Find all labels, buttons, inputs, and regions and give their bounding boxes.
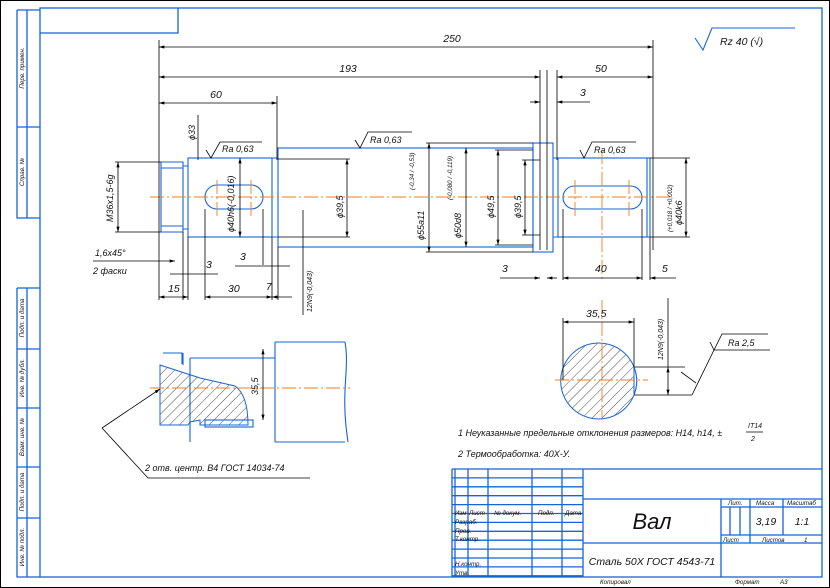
svg-text:A3: A3 bbox=[779, 579, 788, 586]
svg-text:ϕ39,5: ϕ39,5 bbox=[513, 194, 523, 218]
strip-label: Подп. и дата bbox=[19, 472, 26, 511]
roughness-marks: Ra 0,63 Ra 0,63 Ra 0,63 bbox=[205, 131, 636, 159]
svg-text:3: 3 bbox=[502, 263, 508, 275]
svg-text:50: 50 bbox=[595, 63, 607, 75]
svg-text:IT14: IT14 bbox=[748, 423, 762, 430]
svg-text:35,5: 35,5 bbox=[250, 376, 260, 395]
svg-text:Масса: Масса bbox=[756, 500, 775, 507]
svg-text:2 фаски: 2 фаски bbox=[92, 266, 127, 276]
svg-text:ϕ33: ϕ33 bbox=[187, 125, 197, 140]
strip-label: Подп. и дата bbox=[19, 298, 26, 337]
svg-text:Копировал: Копировал bbox=[600, 579, 631, 586]
strip-label: Справ. № bbox=[19, 158, 26, 186]
svg-text:Ra 2,5: Ra 2,5 bbox=[728, 338, 756, 348]
svg-text:ϕ55a11: ϕ55a11 bbox=[416, 211, 426, 240]
svg-text:Н.контр.: Н.контр. bbox=[455, 561, 481, 568]
svg-text:12N9(-0,043): 12N9(-0,043) bbox=[307, 271, 314, 312]
svg-text:Ra 0,63: Ra 0,63 bbox=[370, 135, 402, 145]
svg-text:Лист: Лист bbox=[722, 537, 739, 544]
svg-text:(+0,018 / +0,002): (+0,018 / +0,002) bbox=[667, 185, 674, 232]
svg-text:Формат: Формат bbox=[735, 579, 760, 586]
svg-text:60: 60 bbox=[210, 89, 222, 101]
strip-label: Взам. инв. № bbox=[19, 418, 26, 457]
left-strip: Перв. примен. Справ. № Подп. и дата Инв.… bbox=[16, 9, 40, 578]
svg-text:2: 2 bbox=[750, 436, 755, 443]
svg-text:7: 7 bbox=[266, 281, 273, 293]
svg-text:Ra 0,63: Ra 0,63 bbox=[594, 145, 626, 155]
drawing-frame bbox=[39, 7, 823, 578]
title-block: Изм Лист № докум. Подп. Дата Разраб. Про… bbox=[451, 468, 822, 586]
svg-text:12N9(-0,043): 12N9(-0,043) bbox=[658, 319, 665, 360]
svg-text:3: 3 bbox=[206, 259, 212, 271]
center-hole-detail: 35,5 2 отв. центр. В4 ГОСТ 14034-74 bbox=[101, 341, 350, 479]
keyway-section: 35,5 12N9(-0,043) Ra 2,5 bbox=[555, 298, 770, 420]
svg-text:250: 250 bbox=[442, 33, 461, 45]
designation-box bbox=[40, 8, 179, 34]
svg-text:35,5: 35,5 bbox=[586, 308, 607, 320]
diameter-dimensions: ϕ33 M36x1,5-6g ϕ40h6(-0,016) ϕ39,5 ϕ55a1… bbox=[105, 115, 690, 253]
lower-dimensions: 15 30 7 3 3 1,6x45° 2 фаски 12N9(-0,043)… bbox=[92, 209, 676, 315]
svg-text:Пров.: Пров. bbox=[455, 528, 471, 535]
svg-text:Листов: Листов bbox=[761, 537, 785, 544]
shaft-main-view bbox=[150, 142, 672, 280]
svg-text:5: 5 bbox=[662, 263, 668, 275]
svg-text:M36x1,5-6g: M36x1,5-6g bbox=[105, 174, 115, 222]
top-dimensions: 250 193 50 60 3 bbox=[158, 33, 654, 300]
svg-text:Лит.: Лит. bbox=[727, 500, 743, 507]
svg-text:ϕ40k6: ϕ40k6 bbox=[674, 200, 684, 225]
svg-text:Изм: Изм bbox=[455, 510, 467, 517]
svg-text:30: 30 bbox=[228, 283, 240, 295]
svg-text:1: 1 bbox=[804, 537, 807, 544]
part-name: Вал bbox=[632, 509, 671, 534]
svg-text:Ra 0,63: Ra 0,63 bbox=[222, 144, 254, 154]
svg-text:Утв.: Утв. bbox=[454, 570, 469, 577]
svg-text:Разраб.: Разраб. bbox=[455, 519, 477, 526]
strip-label: Перв. примен. bbox=[19, 47, 26, 88]
strip-label: Инв. № дубл. bbox=[19, 359, 26, 397]
scale-value: 1:1 bbox=[795, 516, 810, 528]
svg-text:3: 3 bbox=[580, 87, 586, 99]
material: Сталь 50Х ГОСТ 4543-71 bbox=[589, 556, 716, 568]
general-roughness-symbol: Rz 40 (√) bbox=[694, 27, 795, 52]
svg-text:40: 40 bbox=[595, 263, 607, 275]
svg-text:ϕ49,5: ϕ49,5 bbox=[486, 194, 496, 218]
svg-text:2 Термообработка: 40Х-У.: 2 Термообработка: 40Х-У. bbox=[457, 449, 570, 459]
svg-text:Rz 40 (√): Rz 40 (√) bbox=[720, 36, 763, 48]
svg-text:(-0,080 / -0,119): (-0,080 / -0,119) bbox=[447, 156, 454, 200]
svg-text:2 отв. центр. В4 ГОСТ 14034-74: 2 отв. центр. В4 ГОСТ 14034-74 bbox=[144, 463, 285, 473]
svg-text:(-0,34 / -0,53): (-0,34 / -0,53) bbox=[409, 153, 416, 191]
mass-value: 3,19 bbox=[756, 516, 777, 528]
svg-text:Т.контр.: Т.контр. bbox=[455, 536, 480, 543]
svg-text:ϕ40h6(-0,016): ϕ40h6(-0,016) bbox=[226, 175, 236, 232]
svg-text:ϕ50d8: ϕ50d8 bbox=[453, 213, 463, 238]
svg-text:Дата: Дата bbox=[564, 510, 582, 517]
svg-text:15: 15 bbox=[168, 283, 180, 295]
keyway-right bbox=[562, 185, 643, 210]
svg-text:ϕ39,5: ϕ39,5 bbox=[335, 194, 345, 218]
svg-text:193: 193 bbox=[339, 63, 357, 75]
svg-text:Лист: Лист bbox=[468, 510, 485, 517]
svg-text:№ докум.: № докум. bbox=[494, 510, 521, 517]
technical-notes: 1 Неуказанные предельные отклонения разм… bbox=[457, 423, 763, 459]
svg-text:1,6x45°: 1,6x45° bbox=[95, 248, 126, 258]
svg-text:1 Неуказанные предельные откло: 1 Неуказанные предельные отклонения разм… bbox=[458, 428, 722, 438]
strip-label: Инв. № подл. bbox=[19, 528, 26, 566]
svg-text:3: 3 bbox=[240, 251, 246, 263]
svg-text:Подп.: Подп. bbox=[538, 510, 554, 517]
svg-text:Масштаб: Масштаб bbox=[787, 500, 816, 507]
